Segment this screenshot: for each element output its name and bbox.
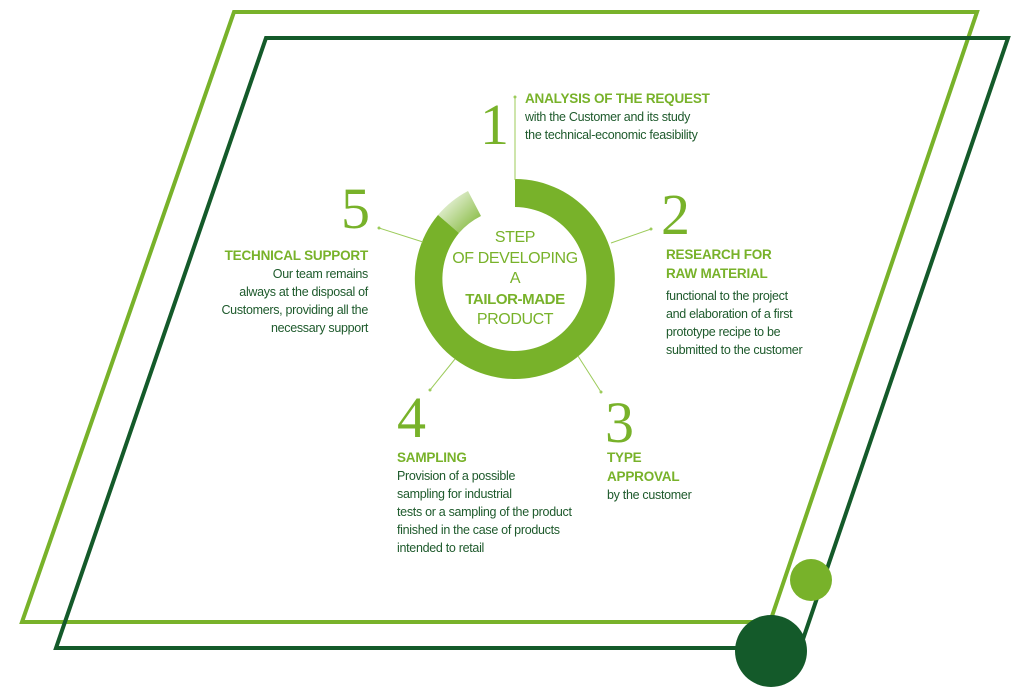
dark-green-dot <box>735 615 807 687</box>
center-line: A <box>509 270 521 287</box>
step-title: TYPE <box>607 450 642 465</box>
center-line: STEP <box>494 229 536 246</box>
step-text: and elaboration of a first <box>666 307 793 321</box>
connector-5 <box>378 227 424 243</box>
step-text: tests or a sampling of the product <box>397 505 572 519</box>
step-text: intended to retail <box>397 541 485 555</box>
step-title: ANALYSIS OF THE REQUEST <box>525 91 710 106</box>
step-text: Our team remains <box>272 267 369 281</box>
step-title: APPROVAL <box>607 469 680 484</box>
step-text: Provision of a possible <box>397 469 516 483</box>
step-text: always at the disposal of <box>239 285 368 299</box>
center-line: PRODUCT <box>476 311 554 328</box>
step-title: SAMPLING <box>397 450 467 465</box>
step-text: the technical-economic feasibility <box>525 128 698 142</box>
center-title: STEP OF DEVELOPING A TAILOR-MADE PRODUCT <box>445 228 585 331</box>
step-text: submitted to the customer <box>666 343 803 357</box>
step-3-block: TYPE APPROVAL by the customer <box>607 448 692 504</box>
step-1-number: 1 <box>480 92 509 157</box>
connector-lines <box>378 97 652 393</box>
step-4-block: SAMPLING Provision of a possible samplin… <box>397 448 572 557</box>
light-green-dot <box>790 559 832 601</box>
step-text: Customers, providing all the <box>221 303 368 317</box>
step-text: finished in the case of products <box>397 523 560 537</box>
connector-4 <box>429 358 456 391</box>
step-3-number: 3 <box>605 390 634 455</box>
center-line-bold: TAILOR-MADE <box>465 290 565 308</box>
step-1-block: ANALYSIS OF THE REQUEST with the Custome… <box>525 89 710 144</box>
step-2-block: RESEARCH FOR RAW MATERIAL functional to … <box>666 245 803 359</box>
step-text: by the customer <box>607 488 692 502</box>
step-title: RAW MATERIAL <box>666 266 768 281</box>
progress-ring-fade <box>438 191 481 233</box>
step-text: sampling for industrial <box>397 487 512 501</box>
connector-3 <box>577 355 602 393</box>
step-title: RESEARCH FOR <box>666 247 772 262</box>
step-5-block: TECHNICAL SUPPORT Our team remains alway… <box>200 246 368 337</box>
step-text: with the Customer and its study <box>525 110 691 124</box>
center-line: OF DEVELOPING <box>452 249 578 267</box>
step-4-number: 4 <box>397 385 426 450</box>
step-text: prototype recipe to be <box>666 325 781 339</box>
step-5-number: 5 <box>341 176 370 241</box>
step-text: functional to the project <box>666 289 788 303</box>
connector-2 <box>610 228 652 244</box>
step-2-number: 2 <box>661 182 690 247</box>
step-title: TECHNICAL SUPPORT <box>224 248 369 263</box>
step-text: necessary support <box>270 321 368 335</box>
